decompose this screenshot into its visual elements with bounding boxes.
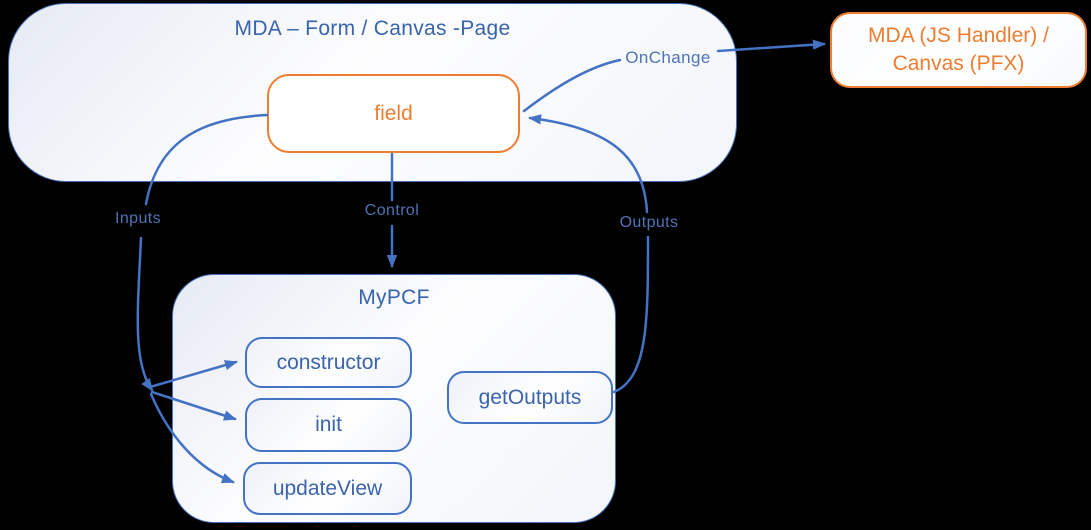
getoutputs-node-label: getOutputs: [478, 385, 582, 409]
getoutputs-node: getOutputs: [447, 371, 613, 424]
init-node-label: init: [315, 413, 342, 436]
control-edge-label: Control: [364, 202, 420, 219]
field-node-label: field: [374, 101, 413, 125]
updateview-node: updateView: [243, 462, 412, 515]
js-handler-label-line2: Canvas (PFX): [892, 52, 1025, 75]
constructor-node-label: constructor: [276, 350, 381, 374]
mda-container-title: MDA – Form / Canvas -Page: [234, 17, 511, 40]
outputs-edge-label: Outputs: [619, 214, 679, 231]
inputs-curve-lower-arrow: [136, 236, 154, 392]
field-node: field: [267, 74, 520, 153]
js-handler-label-line1: MDA (JS Handler) /: [868, 24, 1049, 47]
outputs-curve-lower: [612, 235, 650, 394]
constructor-node: constructor: [245, 337, 412, 388]
updateview-node-label: updateView: [272, 476, 383, 500]
inputs-edge-label: Inputs: [115, 210, 161, 227]
js-handler-node: MDA (JS Handler) / Canvas (PFX): [830, 12, 1087, 88]
init-node: init: [245, 398, 412, 452]
onchange-edge-label: OnChange: [625, 48, 711, 67]
mypcf-container-title: MyPCF: [358, 286, 430, 309]
